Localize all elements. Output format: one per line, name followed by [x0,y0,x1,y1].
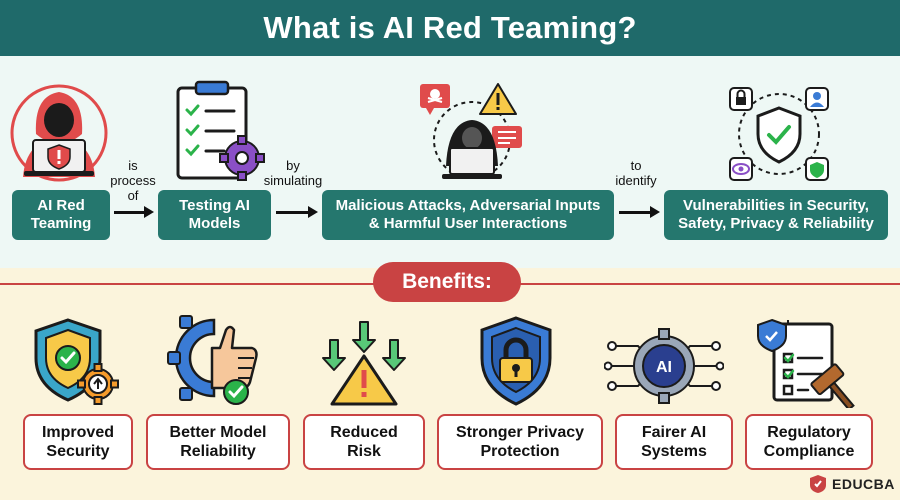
benefit-line: Compliance [763,443,855,460]
flow-box-line: Malicious Attacks, Adversarial Inputs [335,197,601,214]
ai-chip-label: AI [656,359,672,376]
flow-box-vulnerabilities: Vulnerabilities in Security,Safety, Priv… [664,190,888,240]
benefit-reduced-risk: Reduced Risk [303,414,425,470]
connector-line: simulating [263,173,323,188]
educba-logo-icon [810,475,826,493]
flow-arrow [619,206,660,218]
flow-box-line: Models [188,215,241,232]
benefit-line: Reduced [330,424,398,441]
connector-line: identify [615,173,657,188]
connector-label-to-identify: to identify [606,158,666,188]
benefit-line: Better Model [169,424,267,441]
benefit-improved-security: Improved Security [23,414,133,470]
shield-lock-icon [480,316,552,406]
connector-line: process [110,173,156,188]
educba-logo-text: EDUCBA [832,476,895,492]
flow-box-malicious-attacks: Malicious Attacks, Adversarial Inputs& H… [322,190,614,240]
benefit-line: Stronger Privacy [455,424,585,441]
benefit-line: Risk [347,443,381,460]
flow-arrow [114,206,154,218]
benefit-line: Security [46,443,110,460]
hacker-threats-icon [420,83,522,179]
shield-network-icon [729,87,829,181]
ai-chip-icon: AI [604,328,724,404]
flow-box-line: Safety, Privacy & Reliability [678,215,874,232]
benefit-line: Protection [480,443,560,460]
connector-line: to [630,158,642,173]
benefits-heading: Benefits: [373,262,521,302]
connector-label-is-process-of: is process of [104,158,162,203]
benefit-line: Systems [641,443,707,460]
shield-upgrade-icon [34,318,119,405]
benefit-stronger-privacy-protection: Stronger Privacy Protection [437,414,603,470]
flow-box-line: & Harmful User Interactions [368,215,568,232]
benefit-line: Regulatory [767,424,851,441]
flow-box-line: Testing AI [179,197,250,214]
flow-box-line: Teaming [30,215,92,232]
benefit-line: Fairer AI [641,424,707,441]
benefit-fairer-ai-systems: Fairer AI Systems [615,414,733,470]
risk-warning-icon [322,321,406,406]
connector-line: of [127,188,139,203]
benefit-line: Reliability [180,443,256,460]
benefit-better-model-reliability: Better Model Reliability [146,414,290,470]
compliance-gavel-icon [757,318,855,408]
hacker-laptop-icon [10,84,108,182]
connector-line: by [286,158,300,173]
flow-arrow [276,206,318,218]
connector-label-by-simulating: by simulating [258,158,328,188]
title-banner: What is AI Red Teaming? [0,0,900,56]
gear-thumbs-up-icon [167,315,258,405]
page-title: What is AI Red Teaming? [263,10,637,45]
checklist-gear-icon [176,80,265,181]
benefit-regulatory-compliance: Regulatory Compliance [745,414,873,470]
flow-box-line: Vulnerabilities in Security, [683,197,869,214]
benefit-line: Improved [41,424,114,441]
educba-logo: EDUCBA [808,474,895,494]
flow-box-line: AI Red [37,197,85,214]
connector-line: is [128,158,138,173]
